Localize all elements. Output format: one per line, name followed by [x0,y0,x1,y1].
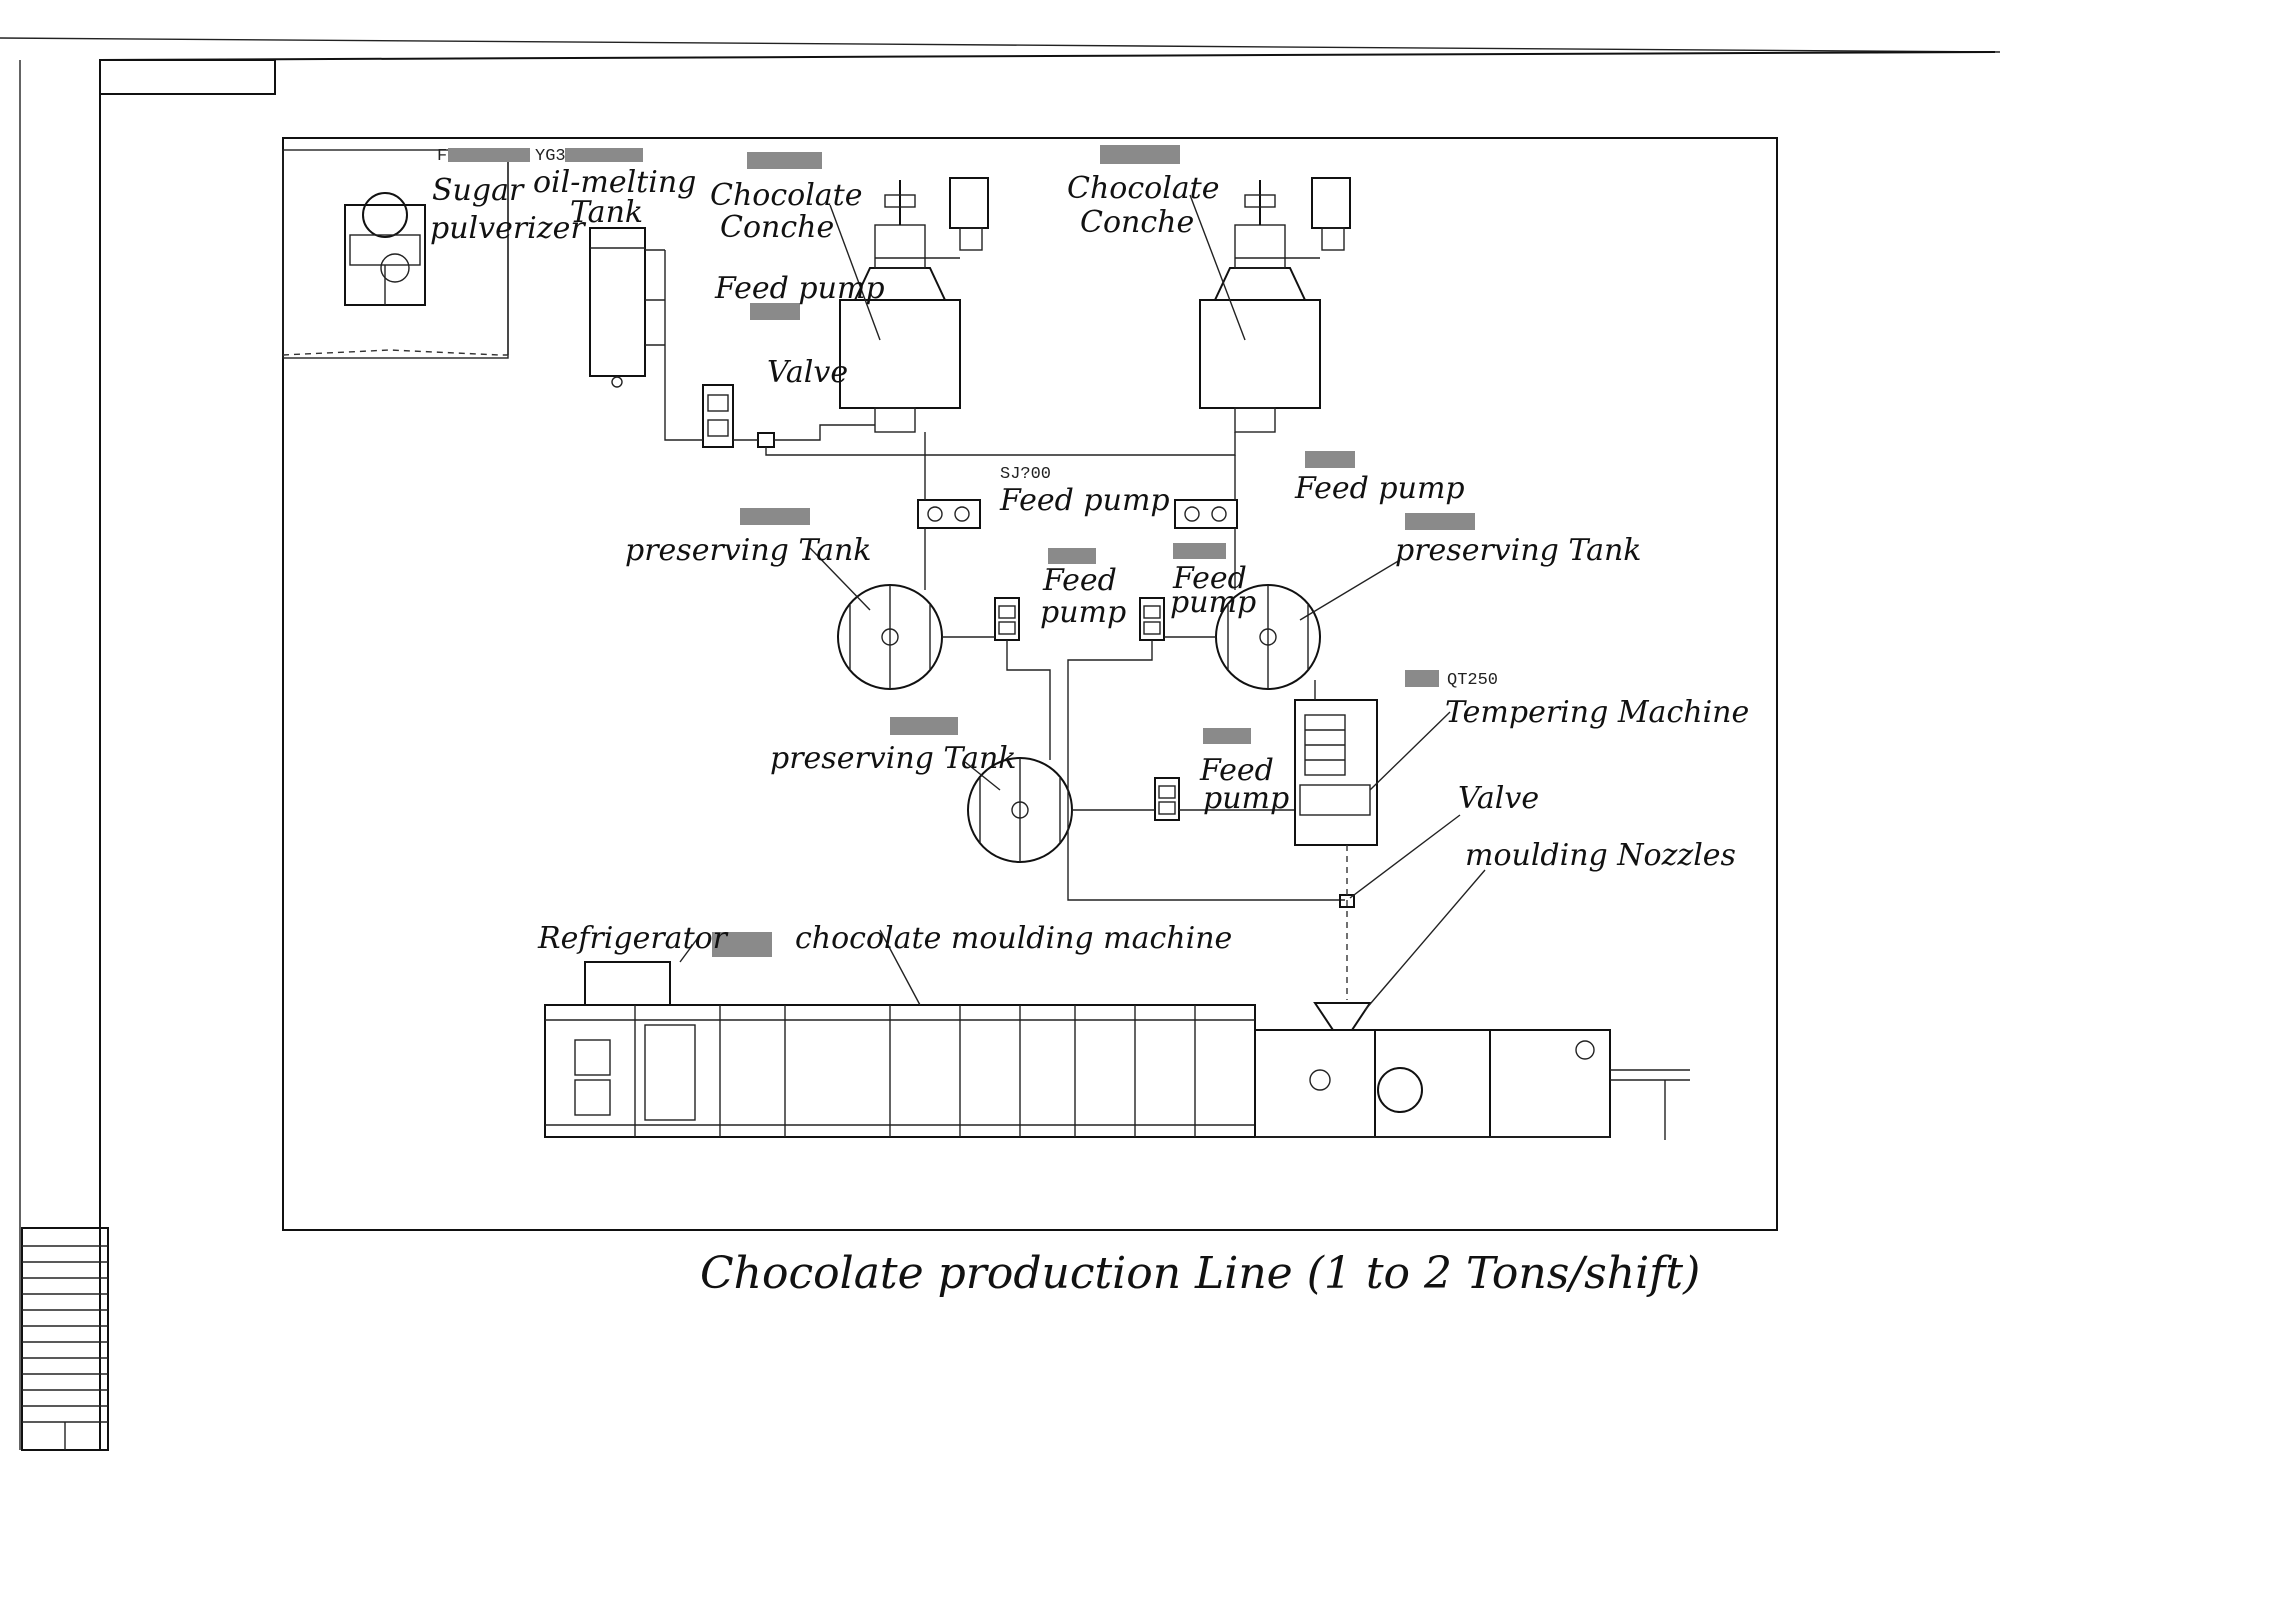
label-sugar-pulverizer-1: Sugar [432,173,525,208]
label-sugar-pulverizer-2: pulverizer [430,211,586,246]
chocolate-conche-right [1199,177,1351,433]
label-conche-right-2: Conche [1080,205,1194,240]
diagram-caption: Chocolate production Line (1 to 2 Tons/s… [700,1248,1700,1299]
feed-pump-mid-left [917,499,981,529]
code-oil-tank: YG3 [535,147,566,166]
oil-melting-tank [589,227,666,388]
code-feed-pump-mid: SJ?00 [1000,465,1051,484]
title-block [21,1227,109,1451]
label-conche-left-2: Conche [720,210,834,245]
label-preserving-left: preserving Tank [625,533,871,568]
label-feed-pump-top: Feed pump [714,271,885,306]
feed-pump-c [1154,777,1180,821]
label-valve-top: Valve [767,355,848,390]
label-feed-pump-b-2: pump [1170,585,1256,620]
label-feed-pump-mid-right: Feed pump [1294,471,1465,506]
label-feed-pump-mid-left: Feed pump [999,483,1170,518]
label-moulding-machine: chocolate moulding machine [795,921,1232,956]
labels: Sugar pulverizer oil-melting Tank Chocol… [430,165,1749,956]
valve-top [757,432,775,448]
feed-pump-a [994,597,1020,641]
label-valve-right: Valve [1458,781,1539,816]
label-preserving-right: preserving Tank [1395,533,1641,568]
label-preserving-lower: preserving Tank [770,741,1016,776]
drawing-border [282,137,1778,1231]
piping-tanks [942,636,1345,901]
label-oil-tank-2: Tank [570,195,643,230]
label-feed-pump-a-2: pump [1040,595,1126,630]
label-conche-left-1: Chocolate [710,178,863,213]
chocolate-conche-left [839,177,989,433]
code-tempering: QT250 [1447,671,1498,690]
label-feed-pump-c-2: pump [1203,781,1289,816]
label-tempering-machine: Tempering Machine [1445,695,1749,730]
tempering-machine [1294,680,1378,846]
label-refrigerator: Refrigerator [537,921,729,956]
feed-pump-mid-right [1174,499,1238,529]
leader-lines [679,194,1486,1011]
label-feed-pump-a-1: Feed [1042,563,1117,598]
piping-mid [924,455,1236,590]
label-oil-tank-1: oil-melting [533,165,696,200]
label-feed-pump-c-1: Feed [1199,753,1274,788]
preserving-tank-left [837,584,943,690]
moulding-line [544,961,1690,1140]
redaction-blocks [448,145,1475,957]
label-conche-right-1: Chocolate [1067,171,1220,206]
feed-pump-top [702,384,734,448]
label-feed-pump-b-1: Feed [1172,561,1247,596]
valve-right [1339,845,1355,1000]
sheet-frame [0,37,2001,1451]
label-moulding-nozzles: moulding Nozzles [1465,838,1736,873]
code-pulverizer: F [437,147,447,166]
feed-pump-b [1139,597,1165,641]
